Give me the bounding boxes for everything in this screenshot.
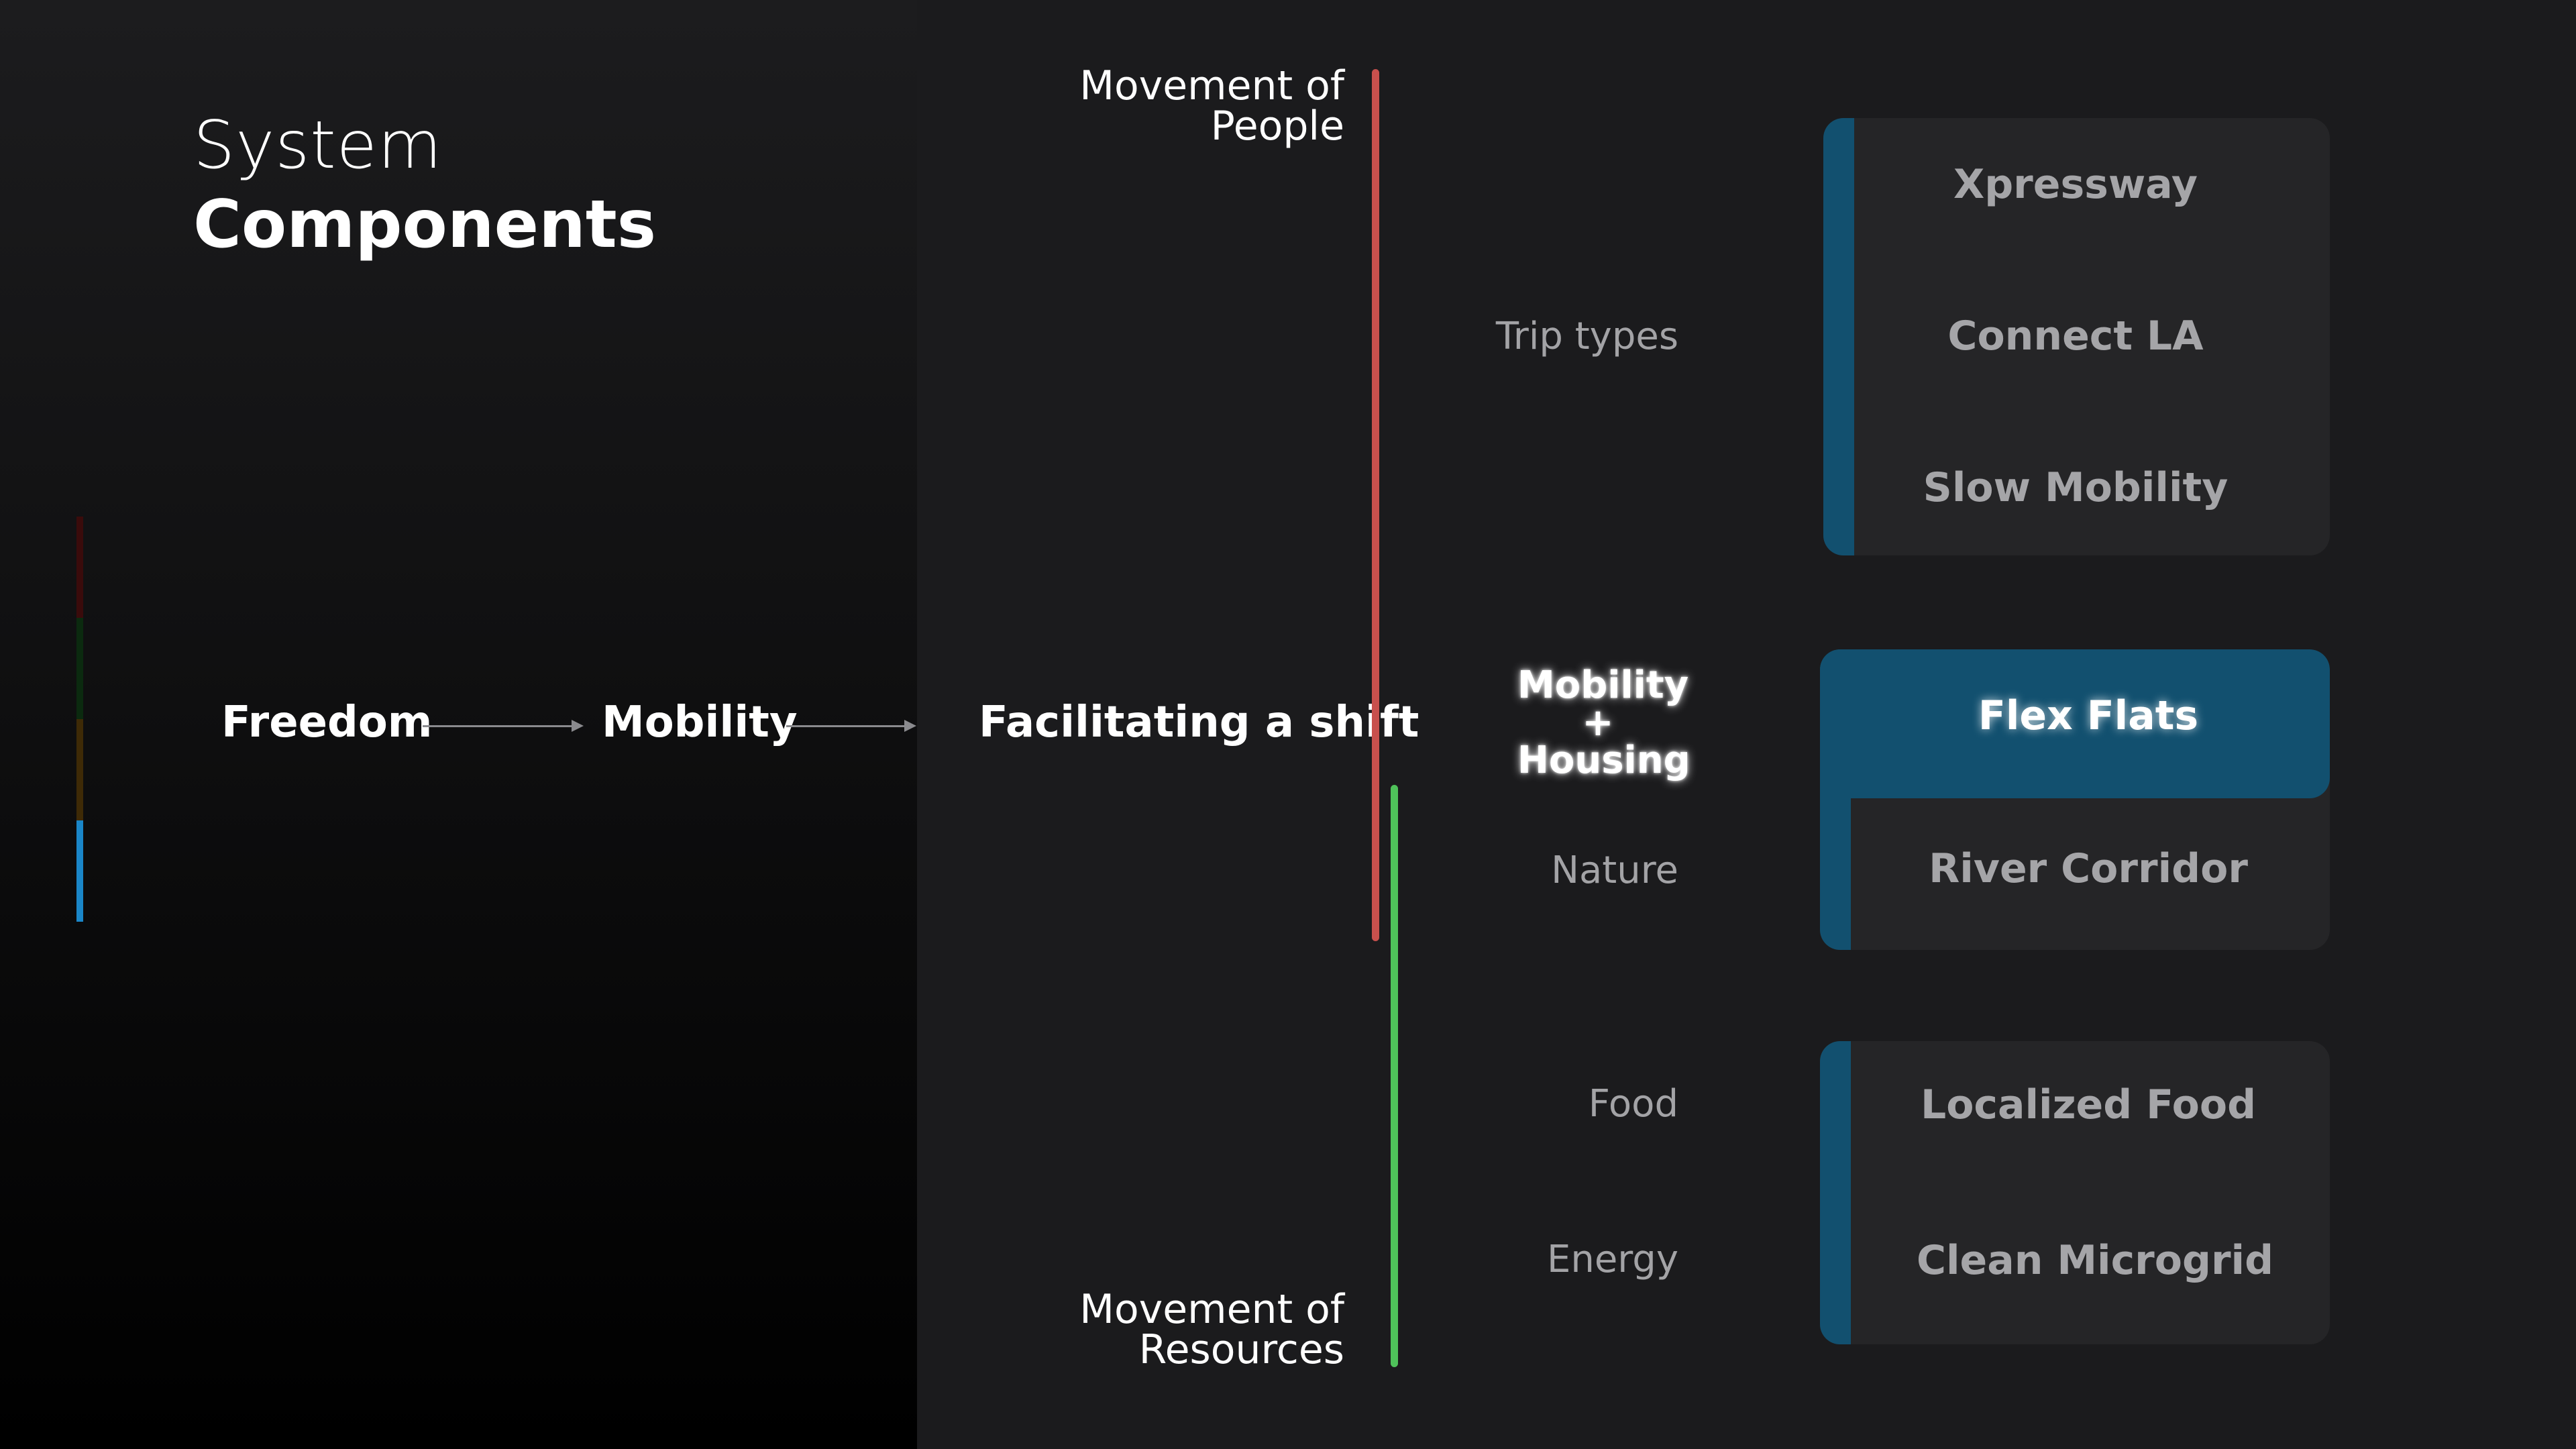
legend-segment-blue <box>76 820 83 922</box>
card-item-river-corridor[interactable]: River Corridor <box>1929 845 2248 892</box>
card-trip-types: Xpressway Connect LA Slow Mobility <box>1823 118 2330 555</box>
color-legend-bar <box>76 517 83 922</box>
card-item-flex-flats-highlight[interactable] <box>1820 649 2330 798</box>
card-mobility-housing-nature: Flex Flats River Corridor <box>1820 649 2330 950</box>
flow-step-mobility: Mobility <box>602 698 798 747</box>
axis-top-line-1: Movement of <box>1079 62 1344 109</box>
card-food-energy-accent <box>1820 1041 1851 1344</box>
legend-segment-red <box>76 517 83 618</box>
category-energy: Energy <box>1546 1238 1678 1281</box>
category-mobility-housing-plus: + <box>1582 701 1614 745</box>
card-food-energy: Localized Food Clean Microgrid <box>1820 1041 2330 1344</box>
legend-segment-amber <box>76 719 83 820</box>
category-food: Food <box>1588 1082 1678 1126</box>
axis-bottom-label: Movement of Resources <box>1079 1289 1344 1370</box>
people-axis-bar <box>1372 69 1379 941</box>
title-line-2: Components <box>193 186 657 263</box>
left-panel <box>0 0 917 1449</box>
category-trip-types: Trip types <box>1495 315 1678 358</box>
flow-arrow-2 <box>786 720 916 732</box>
card-item-xpressway[interactable]: Xpressway <box>1953 161 2198 208</box>
resources-axis-bar <box>1391 785 1398 1367</box>
card-item-flex-flats[interactable]: Flex Flats <box>1978 692 2199 739</box>
title-line-1: System <box>193 107 443 184</box>
category-mobility-housing-line-1: Mobility <box>1517 663 1689 707</box>
flow-step-facilitating-shift: Facilitating a shift <box>979 698 1419 747</box>
category-mobility-housing: Mobility + Housing <box>1517 663 1690 782</box>
flow-arrow-1 <box>423 720 584 732</box>
card-item-localized-food[interactable]: Localized Food <box>1920 1081 2257 1128</box>
card-trip-types-accent <box>1823 118 1854 555</box>
axis-bottom-line-1: Movement of <box>1079 1286 1344 1333</box>
flow-step-freedom: Freedom <box>221 698 433 747</box>
legend-segment-green <box>76 618 83 719</box>
axis-top-line-2: People <box>1210 103 1344 150</box>
card-item-connect-la[interactable]: Connect LA <box>1947 313 2204 360</box>
card-item-clean-microgrid[interactable]: Clean Microgrid <box>1916 1237 2274 1284</box>
category-nature: Nature <box>1551 849 1678 892</box>
card-item-slow-mobility[interactable]: Slow Mobility <box>1923 464 2229 511</box>
axis-top-label: Movement of People <box>1079 66 1344 146</box>
axis-bottom-line-2: Resources <box>1138 1326 1344 1373</box>
category-mobility-housing-line-2: Housing <box>1517 739 1690 782</box>
